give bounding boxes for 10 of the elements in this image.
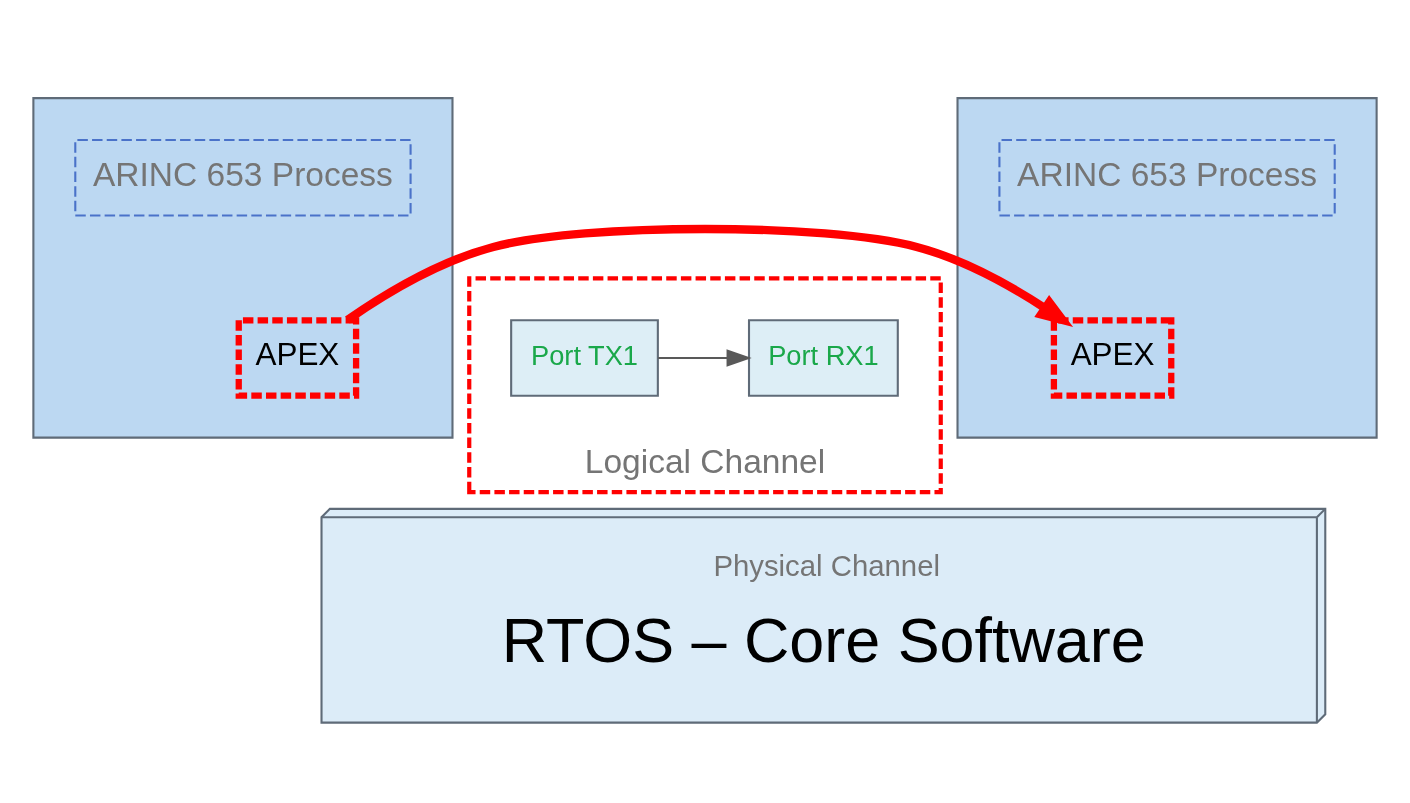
arrow bbox=[345, 224, 1074, 327]
cluster bbox=[956, 96, 1378, 439]
node-box: APEX bbox=[235, 316, 360, 399]
node-box: Port RX1 bbox=[747, 318, 899, 397]
cluster bbox=[32, 96, 454, 439]
node-box: Port TX1 bbox=[510, 318, 659, 397]
arrow bbox=[658, 348, 752, 367]
node-box: APEX bbox=[1050, 316, 1175, 399]
node-box: ARINC 653 Process bbox=[74, 138, 412, 217]
node-box: ARINC 653 Process bbox=[998, 138, 1336, 217]
